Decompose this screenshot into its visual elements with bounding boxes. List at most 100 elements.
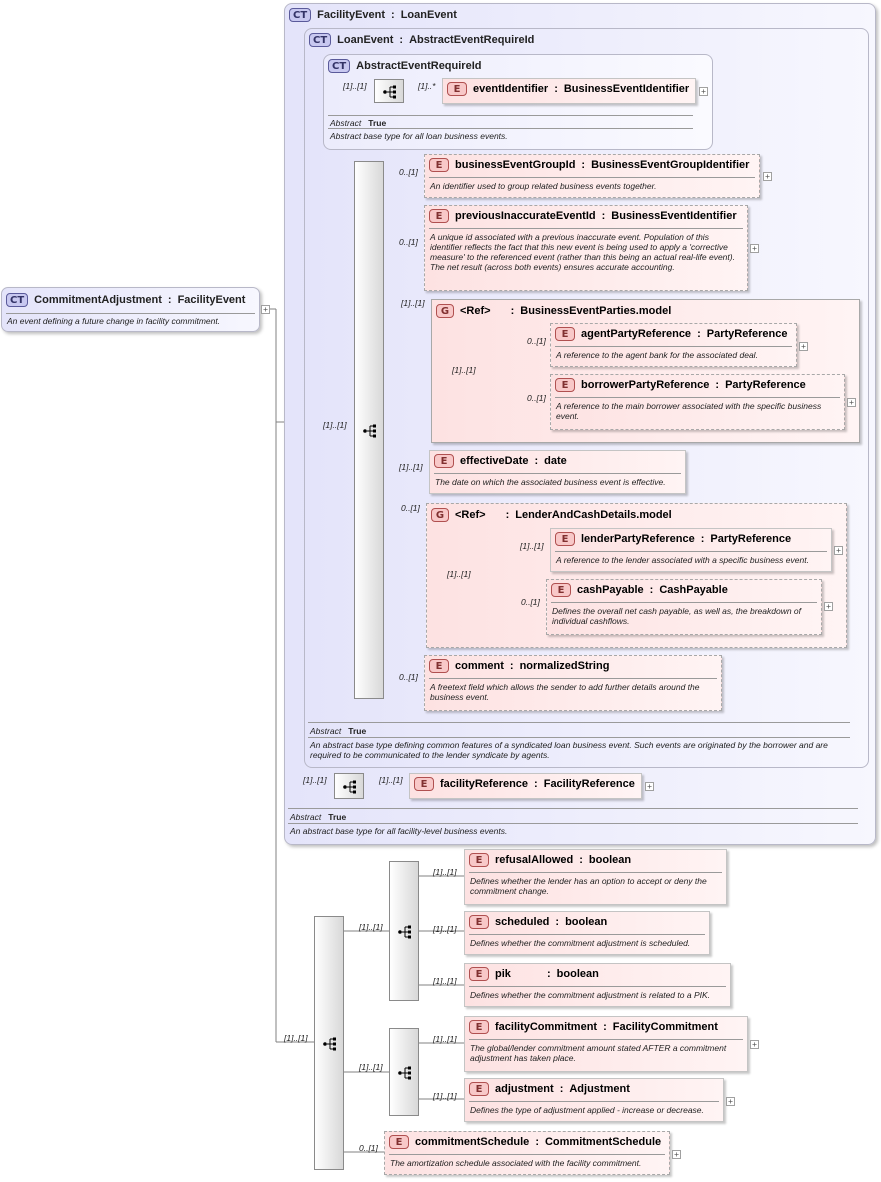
- expand-icon[interactable]: +: [799, 342, 808, 351]
- element-documentation: A freetext field which allows the sender…: [430, 682, 700, 702]
- type-name: LoanEvent: [337, 34, 394, 46]
- sequence-compositor[interactable]: [389, 861, 419, 1001]
- element-type: FacilityReference: [543, 778, 635, 790]
- commitment-adjustment-root[interactable]: CT CommitmentAdjustment : FacilityEvent …: [1, 287, 260, 332]
- element-name: lenderPartyReference: [581, 533, 695, 545]
- element-type: boolean: [565, 916, 608, 928]
- element-icon: E: [429, 158, 449, 172]
- abstract-property: Abstract True: [330, 118, 387, 128]
- separator: :: [509, 660, 514, 672]
- element-name: facilityCommitment: [495, 1021, 598, 1033]
- element-icon: E: [447, 82, 467, 96]
- element-type: Adjustment: [569, 1083, 630, 1095]
- sequence-compositor[interactable]: [314, 916, 344, 1170]
- element-icon: E: [469, 1082, 489, 1096]
- separator: :: [559, 1083, 564, 1095]
- element-name: pik: [495, 968, 511, 980]
- group-name: BusinessEventParties.model: [520, 305, 672, 317]
- cardinality-label: [1]..[1]: [433, 1034, 457, 1044]
- expand-icon[interactable]: +: [750, 244, 759, 253]
- element-documentation: The date on which the associated busines…: [435, 477, 666, 487]
- sequence-compositor[interactable]: [354, 161, 384, 699]
- element-name: comment: [455, 660, 504, 672]
- sequence-icon: [383, 85, 396, 99]
- divider: [469, 934, 705, 935]
- expand-icon[interactable]: +: [726, 1097, 735, 1106]
- group-ref-label: <Ref>: [460, 305, 491, 317]
- expand-icon[interactable]: +: [847, 398, 856, 407]
- expand-icon[interactable]: +: [834, 546, 843, 555]
- element-type: FacilityCommitment: [612, 1021, 718, 1033]
- divider: [389, 1154, 665, 1155]
- separator: :: [700, 533, 705, 545]
- sequence-compositor[interactable]: [334, 773, 364, 799]
- abstract-property: Abstract True: [290, 812, 347, 822]
- base-type: LoanEvent: [400, 9, 457, 21]
- element-documentation: Defines whether the commitment adjustmen…: [470, 938, 691, 948]
- element-name: businessEventGroupId: [455, 159, 576, 171]
- cardinality-label: [1]..[1]: [399, 462, 423, 472]
- divider: [328, 115, 693, 116]
- expand-icon[interactable]: +: [672, 1150, 681, 1159]
- expand-icon[interactable]: +: [699, 87, 708, 96]
- element-icon: E: [429, 659, 449, 673]
- element-documentation: An event defining a future change in fac…: [7, 316, 221, 326]
- separator: :: [601, 210, 606, 222]
- cardinality-label: [1]..[1]: [452, 365, 476, 375]
- element-documentation: Defines the type of adjustment applied -…: [470, 1105, 704, 1115]
- sequence-icon: [363, 424, 376, 438]
- divider: [555, 397, 840, 398]
- complex-type-icon: CT: [289, 8, 312, 22]
- cardinality-label: 0..[1]: [399, 237, 418, 247]
- cardinality-label: [1]..[1]: [284, 1033, 308, 1043]
- sequence-compositor[interactable]: [374, 79, 404, 103]
- type-documentation: Abstract base type for all loan business…: [330, 131, 508, 141]
- element-type: BusinessEventGroupIdentifier: [591, 159, 750, 171]
- cardinality-label: [1]..[1]: [323, 420, 347, 430]
- expand-icon[interactable]: +: [261, 305, 270, 314]
- cardinality-label: [1]..[1]: [433, 867, 457, 877]
- element-type: date: [544, 455, 567, 467]
- divider: [469, 986, 726, 987]
- type-documentation: An abstract base type for all facility-l…: [290, 826, 508, 836]
- element-icon: E: [434, 454, 454, 468]
- divider: [288, 823, 858, 824]
- cardinality-label: [1]..[1]: [447, 569, 471, 579]
- base-type: AbstractEventRequireId: [409, 34, 535, 46]
- element-name: eventIdentifier: [473, 83, 549, 95]
- divider: [288, 808, 858, 809]
- element-documentation: Defines the overall net cash payable, as…: [552, 606, 802, 626]
- expand-icon[interactable]: +: [763, 172, 772, 181]
- cardinality-label: 0..[1]: [399, 167, 418, 177]
- complex-type-icon: CT: [309, 33, 332, 47]
- abstract-property: Abstract True: [310, 726, 367, 736]
- element-documentation: A reference to the main borrower associa…: [556, 401, 822, 421]
- divider: [429, 177, 755, 178]
- expand-icon[interactable]: +: [645, 782, 654, 791]
- sequence-compositor[interactable]: [389, 1028, 419, 1116]
- divider: [308, 737, 850, 738]
- element-name: cashPayable: [577, 584, 644, 596]
- divider: [469, 872, 722, 873]
- divider: [328, 128, 693, 129]
- expand-icon[interactable]: +: [750, 1040, 759, 1049]
- expand-icon[interactable]: +: [824, 602, 833, 611]
- separator: :: [555, 916, 560, 928]
- element-name: previousInaccurateEventId: [455, 210, 596, 222]
